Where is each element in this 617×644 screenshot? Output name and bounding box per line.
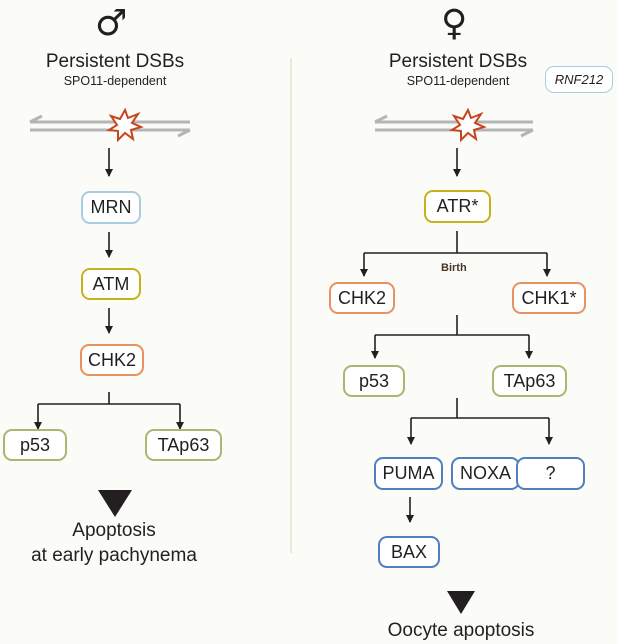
male-node-tap63: TAp63 [145, 429, 222, 461]
male-title: Persistent DSBs [45, 51, 185, 72]
female-outcome-arrow [447, 591, 475, 614]
female-node-bax: BAX [378, 536, 440, 568]
male-outcome-arrow [98, 490, 132, 517]
rnf212-label: RNF212 [545, 66, 613, 93]
birth-label: Birth [441, 262, 467, 274]
dna-duplex-female [374, 114, 534, 138]
female-node-p53: p53 [343, 365, 405, 397]
dna-duplex-male [29, 114, 191, 138]
male-outcome-line2: at early pachynema [31, 545, 197, 566]
dsb-star-icon [106, 107, 144, 143]
female-node-noxa: NOXA [451, 457, 520, 490]
female-node-puma: PUMA [374, 457, 443, 490]
female-title: Persistent DSBs [388, 51, 528, 72]
male-node-mrn: MRN [81, 191, 141, 224]
female-symbol-icon: ♀ [441, 3, 468, 44]
female-subtitle: SPO11-dependent [406, 74, 510, 88]
female-node-unknown: ? [516, 457, 585, 490]
male-node-chk2: CHK2 [80, 344, 144, 376]
male-node-p53: p53 [3, 429, 67, 461]
male-symbol-icon: ♂ [95, 3, 128, 44]
female-node-chk1: CHK1* [512, 282, 586, 314]
dsb-star-icon-female [449, 107, 487, 143]
male-subtitle: SPO11-dependent [63, 74, 167, 88]
male-outcome: Apoptosis at early pachynema [9, 518, 219, 568]
female-node-tap63: TAp63 [492, 365, 567, 397]
female-outcome: Oocyte apoptosis [387, 620, 535, 641]
female-node-atr: ATR* [424, 190, 491, 223]
male-outcome-line1: Apoptosis [72, 520, 156, 541]
female-node-chk2: CHK2 [329, 282, 395, 314]
male-node-atm: ATM [81, 268, 141, 300]
